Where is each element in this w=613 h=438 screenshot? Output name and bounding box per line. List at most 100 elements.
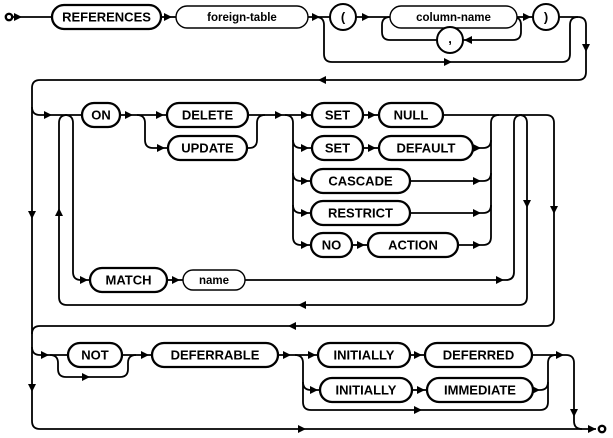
keyword-set-default-label: SET — [325, 141, 350, 156]
nonterminal-column-name: column-name — [389, 5, 518, 29]
arrowhead — [318, 76, 326, 84]
punct-comma-label: , — [448, 31, 452, 46]
start-terminal — [4, 12, 14, 22]
keyword-null-label: NULL — [394, 108, 429, 123]
arrowhead — [14, 13, 22, 21]
arrowhead — [80, 276, 88, 284]
arrowhead — [28, 211, 36, 219]
keyword-not-label: NOT — [81, 348, 109, 363]
arrowhead — [496, 276, 504, 284]
keyword-no: NO — [309, 231, 354, 259]
keyword-restrict-label: RESTRICT — [328, 206, 393, 221]
end-terminal — [597, 424, 607, 434]
arrowhead — [523, 13, 531, 21]
keyword-default-label: DEFAULT — [397, 141, 456, 156]
keyword-on: ON — [80, 101, 122, 129]
edge-update-branch — [136, 114, 168, 149]
nonterminal-name-label: name — [199, 275, 229, 287]
keyword-null: NULL — [377, 101, 445, 129]
arrowhead — [125, 111, 133, 119]
keyword-action: ACTION — [366, 231, 460, 259]
keyword-references: REFERENCES — [50, 3, 163, 31]
keyword-delete: DELETE — [165, 101, 250, 129]
keyword-delete-label: DELETE — [182, 108, 234, 123]
arrowhead — [588, 425, 596, 433]
keyword-immediate: IMMEDIATE — [425, 376, 535, 404]
edge-action-branch-cascade — [292, 172, 311, 182]
edge-wrap-trunk-bottom — [31, 16, 596, 430]
keyword-deferrable: DEFERRABLE — [150, 341, 280, 369]
arrowhead — [298, 425, 306, 433]
keyword-deferrable-label: DEFERRABLE — [171, 348, 260, 363]
arrowhead — [417, 386, 425, 394]
arrowhead — [556, 351, 564, 359]
edge-merge-joint-setdefault — [473, 139, 492, 149]
arrowhead — [301, 209, 309, 217]
keyword-immediate-label: IMMEDIATE — [444, 383, 516, 398]
edge-repeat-loopback — [58, 114, 528, 306]
arrowhead — [301, 177, 309, 185]
keyword-initially-1-label: INITIALLY — [334, 348, 395, 363]
arrowhead — [44, 111, 52, 119]
edge-not-row-entry — [31, 346, 68, 356]
arrowhead — [312, 13, 320, 21]
arrowhead — [444, 58, 452, 66]
arrowhead — [473, 177, 481, 185]
keyword-match: MATCH — [88, 266, 169, 294]
keyword-set-null-label: SET — [325, 108, 350, 123]
keyword-cascade: CASCADE — [309, 167, 412, 195]
keyword-no-label: NO — [322, 238, 342, 253]
arrowhead — [414, 351, 422, 359]
arrowhead — [141, 351, 149, 359]
keyword-action-label: ACTION — [388, 238, 438, 253]
arrowhead — [550, 206, 558, 214]
edge-null-out-wrap-down — [31, 114, 555, 335]
arrowhead — [368, 144, 376, 152]
arrowhead — [473, 209, 481, 217]
edge-update-merge — [247, 114, 266, 149]
arrowhead — [275, 111, 283, 119]
arrowhead — [55, 208, 63, 216]
keyword-update: UPDATE — [166, 134, 249, 162]
edge-initially-split-bypass — [294, 354, 557, 411]
arrowhead — [41, 351, 49, 359]
arrowhead — [301, 241, 309, 249]
arrowhead — [164, 13, 172, 21]
keyword-on-label: ON — [91, 108, 111, 123]
keyword-default: DEFAULT — [377, 134, 475, 162]
arrowhead — [473, 241, 481, 249]
arrowhead — [357, 241, 365, 249]
arrowhead — [308, 351, 316, 359]
keyword-set-null: SET — [310, 101, 365, 129]
edge-merge-joint-restrict — [410, 204, 492, 214]
edge-on-row-entry — [31, 106, 82, 116]
arrowhead — [157, 144, 165, 152]
arrowhead — [156, 111, 164, 119]
punct-comma: , — [436, 26, 464, 54]
keyword-initially-2-label: INITIALLY — [336, 383, 397, 398]
keyword-deferred-label: DEFERRED — [443, 348, 515, 363]
keyword-initially-2: INITIALLY — [318, 376, 414, 404]
arrowhead — [310, 386, 318, 394]
edge-action-branch-restrict — [292, 204, 311, 214]
keyword-restrict: RESTRICT — [309, 199, 412, 227]
edge-not-bypass — [49, 354, 137, 378]
edge-match-ascent — [245, 114, 523, 281]
punct-open-paren-label: ( — [341, 10, 346, 25]
arrowhead — [368, 111, 376, 119]
nonterminal-foreign-table: foreign-table — [175, 5, 309, 29]
arrowhead — [288, 322, 296, 330]
edge-immediate-merge — [533, 381, 549, 391]
arrowhead — [298, 301, 306, 309]
nonterminal-name: name — [182, 269, 246, 291]
arrowhead — [301, 144, 309, 152]
arrowhead — [523, 200, 531, 208]
edge-match-branch-down — [64, 114, 90, 281]
punct-close-paren-label: ) — [544, 10, 548, 25]
punct-close-paren: ) — [532, 3, 560, 31]
arrowhead — [172, 276, 180, 284]
arrowhead — [570, 409, 578, 417]
arrowhead — [82, 373, 90, 381]
edge-action-merge-vertical — [458, 114, 500, 246]
